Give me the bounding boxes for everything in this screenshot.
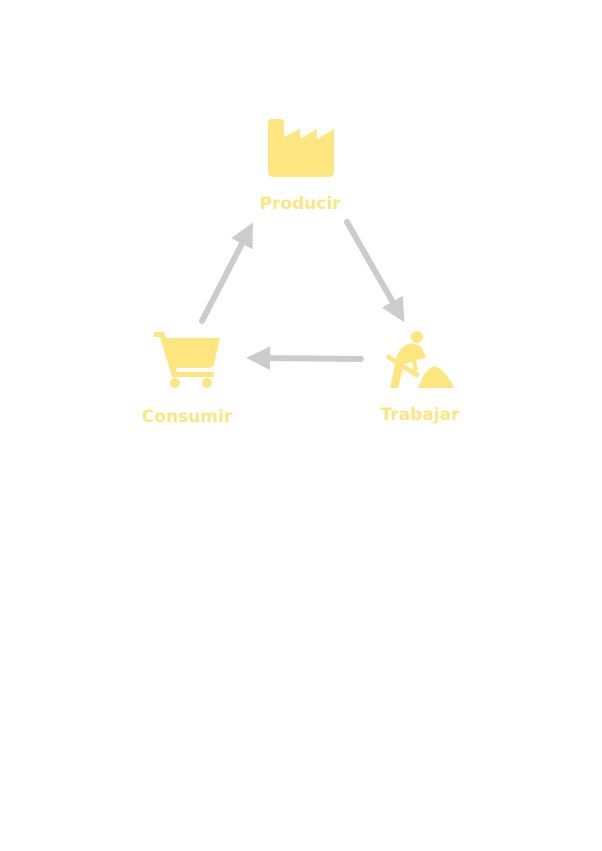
- factory-icon: [268, 119, 334, 177]
- node-label-producir: Producir: [259, 194, 341, 214]
- arrow-consumir-to-producir: [199, 222, 253, 324]
- arrow-producir-to-trabajar: [344, 219, 405, 323]
- node-consumir: [154, 330, 222, 390]
- node-trabajar: [386, 330, 454, 390]
- arrow-trabajar-to-consumir: [246, 346, 364, 371]
- node-label-trabajar: Trabajar: [380, 405, 460, 425]
- shopping-cart-icon: [154, 332, 220, 388]
- node-producir: [268, 119, 334, 177]
- node-label-consumir: Consumir: [141, 407, 233, 427]
- worker-shoveling-icon: [386, 331, 454, 388]
